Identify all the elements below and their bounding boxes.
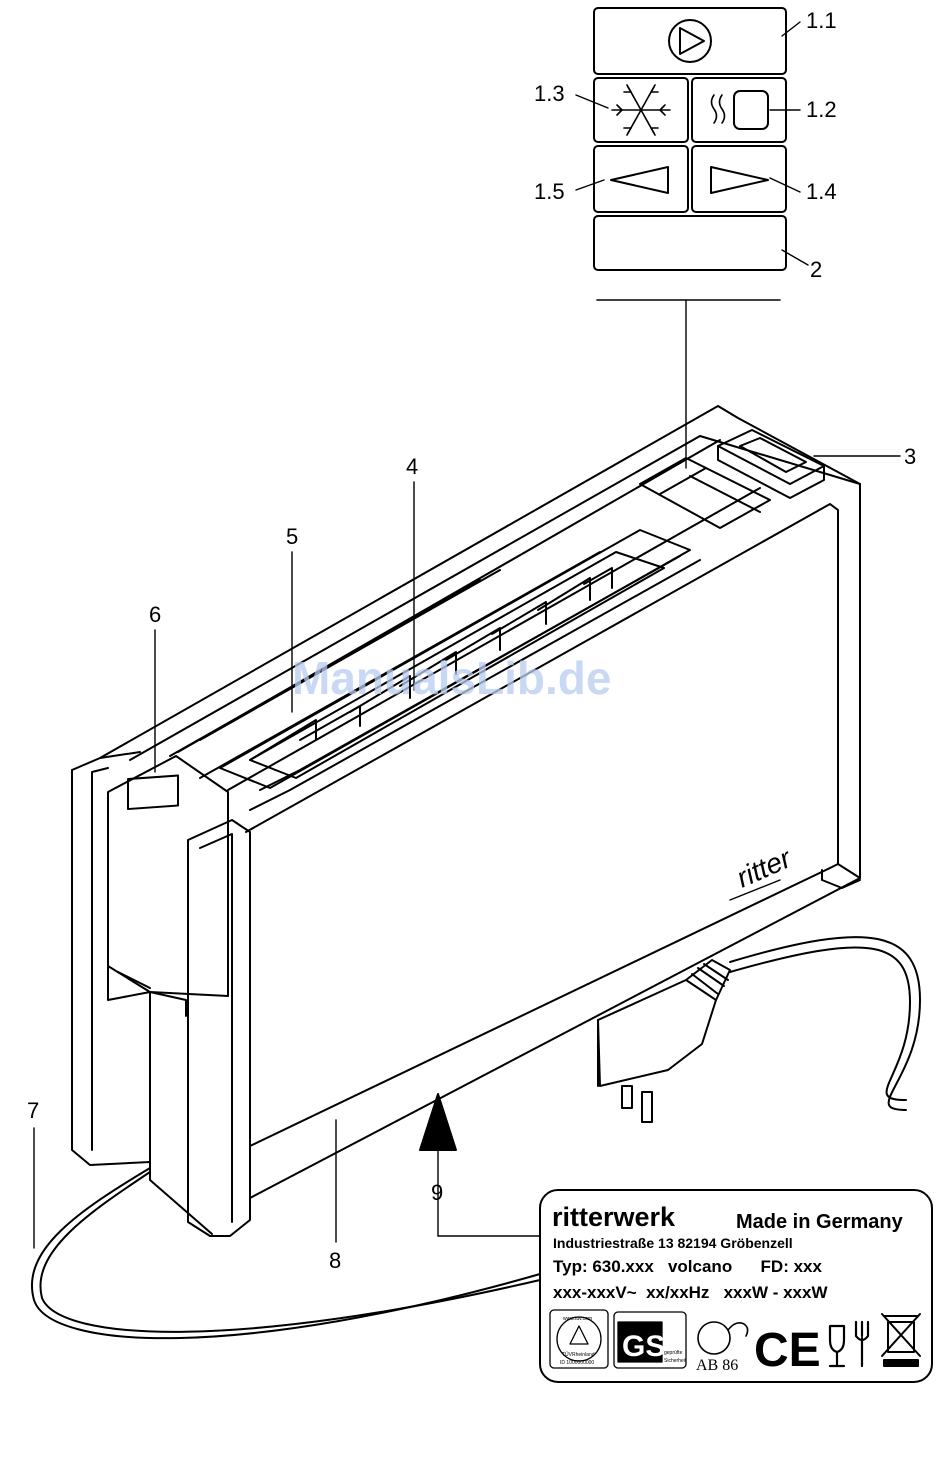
decrease-button-1-5	[594, 146, 688, 212]
increase-icon	[711, 167, 768, 193]
power-cable-7	[32, 937, 920, 1338]
gs-text: GS	[622, 1330, 665, 1363]
gs-sub1: geprüfte	[664, 1350, 683, 1356]
tuv-id-text: ID 1000000000	[560, 1360, 594, 1366]
stop-circle-icon	[669, 20, 711, 62]
tuv-mid-text: TÜVRheinland	[562, 1351, 595, 1358]
decrease-icon	[611, 167, 668, 193]
callout-9: 9	[431, 1180, 443, 1205]
lift-lever-6	[128, 776, 178, 809]
callout-1-2: 1.2	[806, 97, 837, 122]
snowflake-icon	[612, 85, 670, 135]
callout-1-3: 1.3	[534, 81, 565, 106]
weee-bin-icon	[882, 1314, 920, 1366]
plug	[598, 960, 730, 1122]
plate-brand: ritterwerk	[552, 1202, 676, 1232]
callout-8: 8	[329, 1248, 341, 1273]
callout-5: 5	[286, 524, 298, 549]
watermark: ManualsLib.de	[292, 652, 611, 704]
toaster-body	[72, 406, 860, 1236]
panel-leaders	[576, 22, 808, 265]
callout-7: 7	[27, 1098, 39, 1123]
callout-2: 2	[810, 257, 822, 282]
pct-mark-icon	[698, 1322, 748, 1354]
pct-text: AB 86	[696, 1357, 738, 1374]
callout-4: 4	[406, 454, 418, 479]
ce-mark: CE	[754, 1324, 821, 1377]
callout-6: 6	[149, 602, 161, 627]
stop-button-1-1	[594, 8, 786, 74]
callout-3: 3	[904, 444, 916, 469]
arrow-9	[420, 1094, 456, 1150]
plate-made-in: Made in Germany	[736, 1211, 904, 1233]
display-2	[594, 216, 786, 270]
callout-1-5: 1.5	[534, 179, 565, 204]
plate-rating-line: xxx-xxxV~ xx/xxHz xxxW - xxxW	[553, 1283, 828, 1302]
reheat-icon	[712, 91, 769, 129]
callout-1-1: 1.1	[806, 8, 837, 33]
callout-1-4: 1.4	[806, 179, 837, 204]
plate-address: Industriestraße 13 82194 Gröbenzell	[553, 1235, 793, 1251]
plate-type-line: Typ: 630.xxx volcano FD: xxx	[553, 1257, 822, 1276]
tuv-ring-text: www.tuv.com	[563, 1316, 592, 1322]
food-safe-icon	[830, 1322, 868, 1366]
gs-sub2: Sicherheit	[664, 1358, 687, 1364]
control-panel-detail	[594, 8, 786, 468]
